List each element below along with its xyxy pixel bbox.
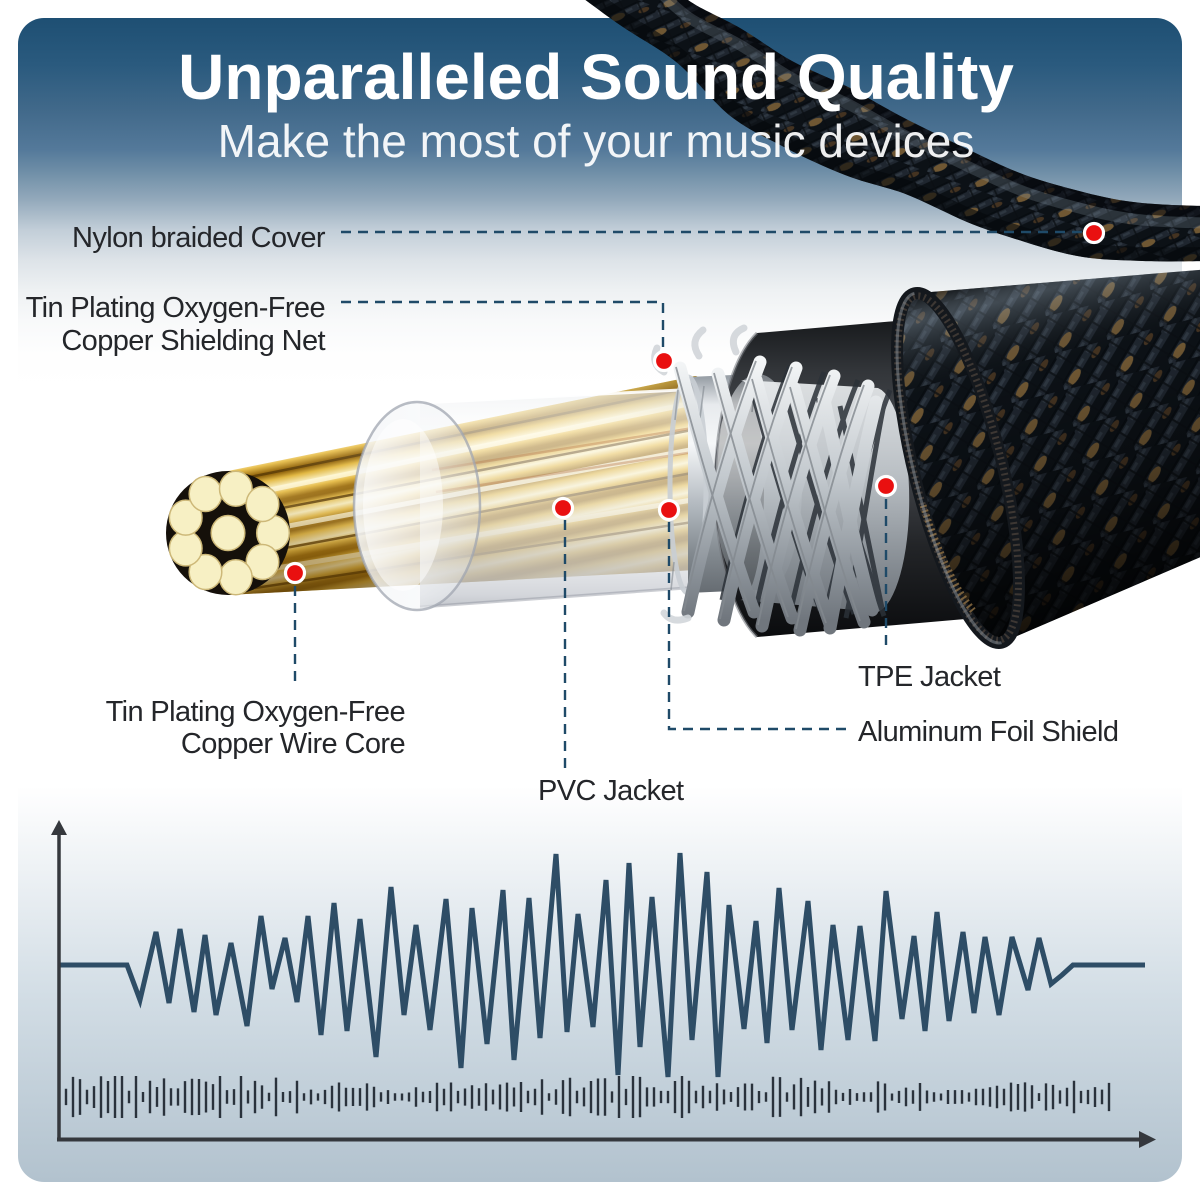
- svg-text:Aluminum Foil Shield: Aluminum Foil Shield: [858, 716, 1118, 748]
- svg-text:PVC Jacket: PVC Jacket: [538, 775, 684, 807]
- svg-text:Unparalleled Sound Quality: Unparalleled Sound Quality: [178, 41, 1014, 113]
- svg-text:Nylon braided Cover: Nylon braided Cover: [72, 222, 326, 254]
- svg-text:Tin Plating Oxygen-Free: Tin Plating Oxygen-Free: [26, 292, 325, 324]
- svg-text:TPE Jacket: TPE Jacket: [858, 661, 1001, 693]
- svg-text:Copper Wire Core: Copper Wire Core: [181, 728, 405, 760]
- svg-text:Make the most of your music de: Make the most of your music devices: [218, 115, 975, 167]
- svg-text:Tin Plating Oxygen-Free: Tin Plating Oxygen-Free: [106, 696, 405, 728]
- svg-text:Copper Shielding Net: Copper Shielding Net: [61, 325, 325, 357]
